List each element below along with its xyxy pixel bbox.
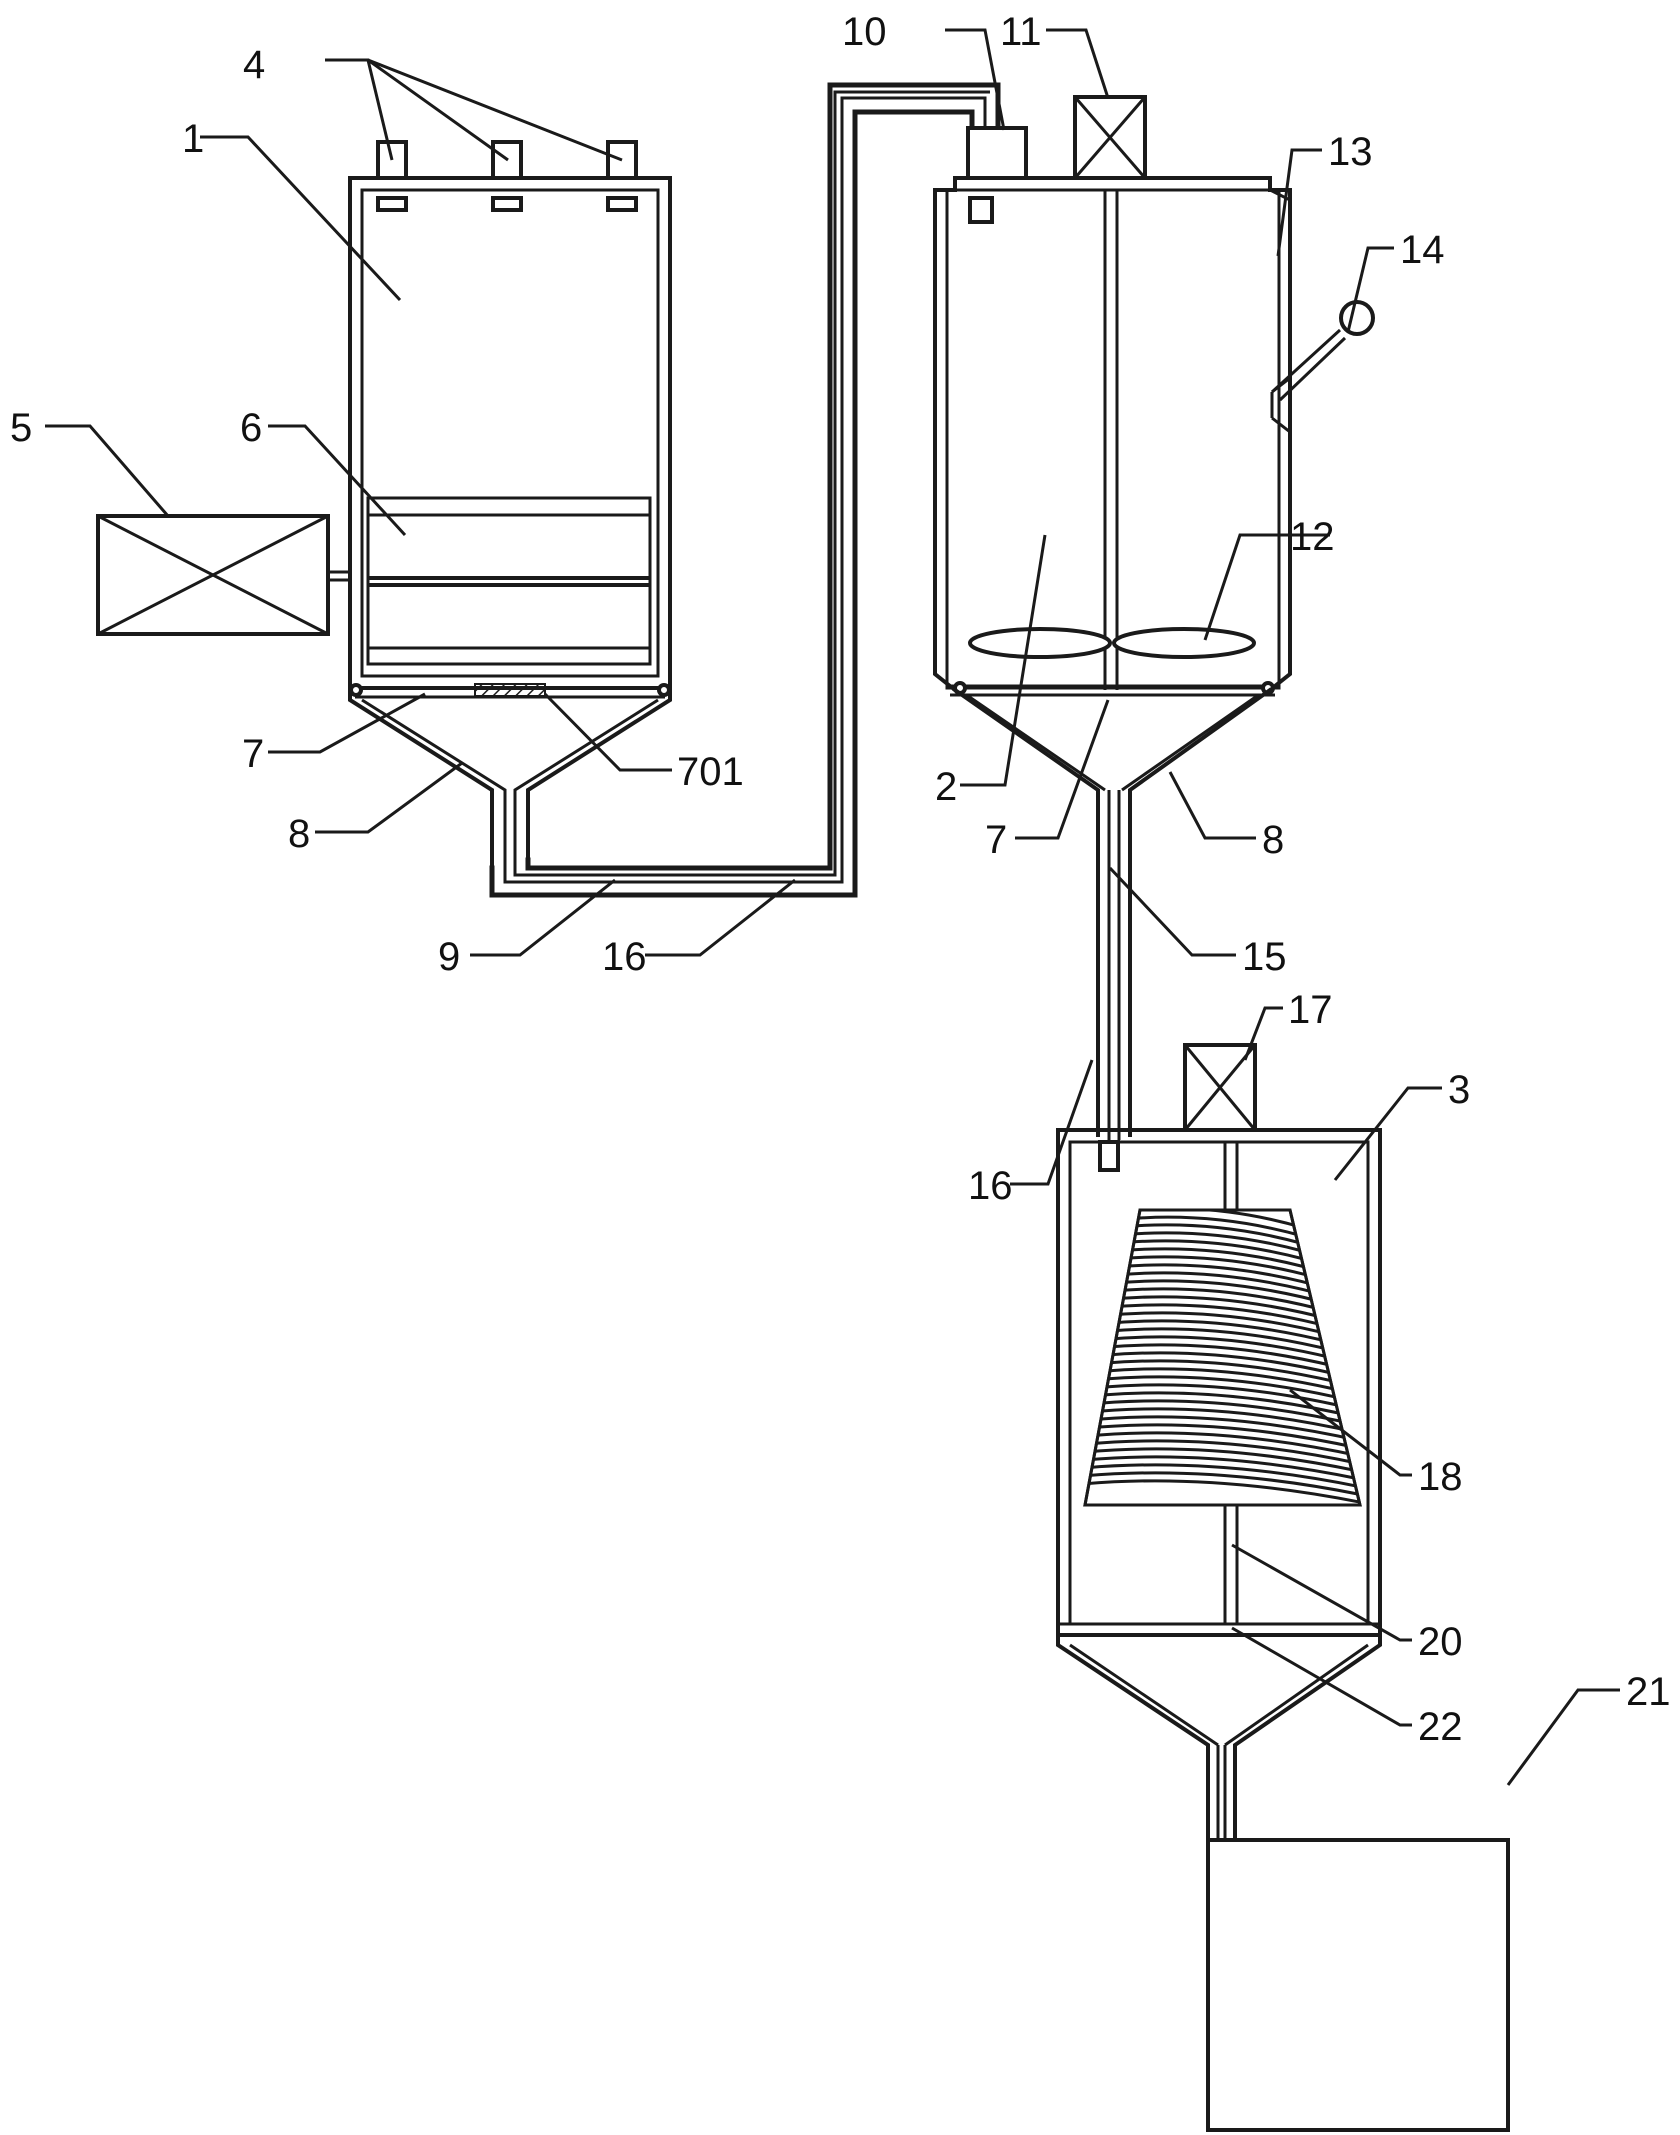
label-5: 5	[10, 406, 32, 450]
blade-12-right	[1112, 627, 1256, 659]
label-1: 1	[182, 117, 204, 161]
label-7-middle: 7	[985, 818, 1007, 862]
inlet-10	[966, 126, 1028, 180]
label-701: 701	[677, 750, 744, 794]
label-8-middle: 8	[1262, 818, 1284, 862]
label-4: 4	[243, 43, 265, 87]
callout-labels: 4 1 5 6 7 8 701 9 16 10 11 13 14 12 2 7 …	[10, 10, 1671, 1749]
label-16-upper: 16	[602, 935, 647, 979]
label-12: 12	[1290, 515, 1335, 559]
motor-11	[1073, 95, 1147, 180]
tank-3	[1056, 1043, 1510, 2132]
label-14: 14	[1400, 228, 1445, 272]
leader-lines	[45, 28, 1620, 1786]
gauge-14	[1270, 300, 1375, 402]
label-13: 13	[1328, 130, 1373, 174]
label-16-lower: 16	[968, 1164, 1013, 1208]
motor-17	[1183, 1043, 1257, 1132]
label-18: 18	[1418, 1455, 1463, 1499]
motor-5	[96, 514, 350, 636]
collection-box-21	[1206, 1838, 1510, 2132]
nozzles-4	[376, 140, 638, 212]
tank-1	[96, 140, 672, 870]
label-10: 10	[842, 10, 887, 54]
label-6: 6	[240, 406, 262, 450]
label-17: 17	[1288, 988, 1333, 1032]
pipe-9-16	[489, 82, 1001, 898]
label-2: 2	[935, 765, 957, 809]
label-3: 3	[1448, 1068, 1470, 1112]
label-7-left: 7	[242, 732, 264, 776]
label-22: 22	[1418, 1705, 1463, 1749]
filter-unit-6	[366, 496, 652, 666]
plate-7-left	[349, 683, 671, 699]
helical-cone-18	[1083, 1208, 1362, 1507]
label-15: 15	[1242, 935, 1287, 979]
label-21: 21	[1626, 1670, 1671, 1714]
hopper-8-left	[348, 686, 672, 870]
label-8-left: 8	[288, 812, 310, 856]
label-20: 20	[1418, 1620, 1463, 1664]
label-9: 9	[438, 935, 460, 979]
mesh-701	[474, 683, 546, 697]
blade-12-left	[968, 627, 1112, 659]
tank-2	[933, 95, 1375, 1140]
label-11: 11	[1000, 10, 1042, 54]
